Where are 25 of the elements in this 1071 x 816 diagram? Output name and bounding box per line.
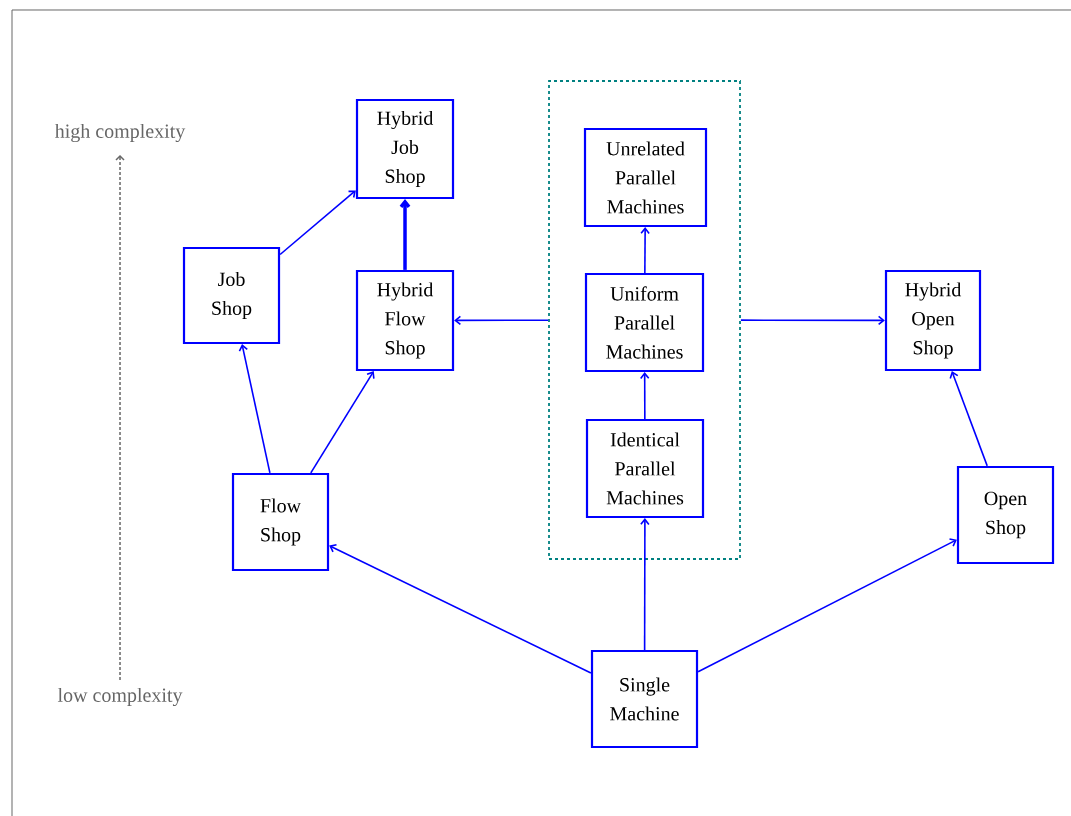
process-box: Hybrid Open Shop: [884, 269, 982, 372]
group-box: [548, 80, 741, 560]
arrow: [310, 371, 375, 474]
arrow: [697, 538, 957, 673]
process-box: Hybrid Flow Shop: [355, 269, 455, 372]
arrow: [639, 372, 650, 420]
process-box: Uniform Parallel Machines: [584, 272, 705, 373]
axis-label: high complexity: [54, 123, 186, 143]
arrow: [640, 227, 650, 274]
arrow: [454, 315, 549, 326]
process-box: Hybrid Job Shop: [355, 98, 455, 200]
arrow: [279, 190, 356, 256]
process-box: Open Shop: [956, 465, 1055, 565]
arrow: [399, 199, 411, 270]
arrow: [949, 371, 988, 467]
arrow: [640, 518, 650, 651]
process-box: Job Shop: [182, 246, 281, 345]
arrow: [329, 544, 592, 674]
process-box: Unrelated Parallel Machines: [583, 127, 708, 228]
process-box: Identical Parallel Machines: [585, 418, 705, 519]
arrow: [238, 344, 271, 474]
process-box: Flow Shop: [231, 472, 330, 572]
arrow: [740, 315, 885, 326]
axis-label: low complexity: [57, 687, 183, 707]
process-box: Single Machine: [590, 649, 699, 749]
